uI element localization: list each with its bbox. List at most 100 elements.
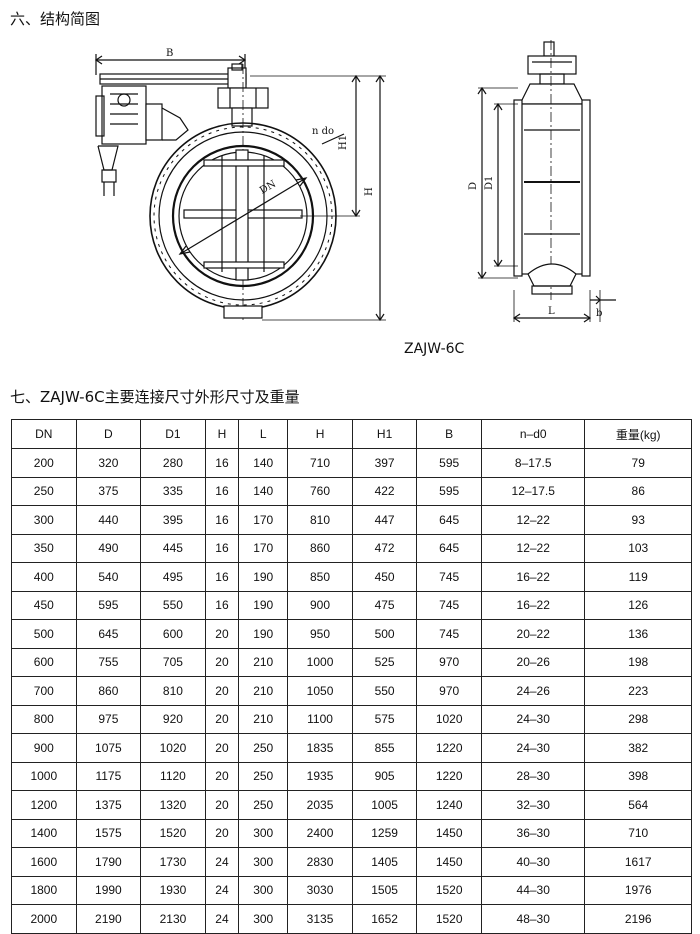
table-cell: 1375 bbox=[75, 790, 142, 820]
table-cell: 600 bbox=[140, 619, 206, 649]
table-cell: 12–22 bbox=[480, 533, 586, 563]
table-cell: 24 bbox=[204, 847, 240, 877]
valve-structure-drawing: B H1 H DN n do D D1 L b bbox=[94, 40, 616, 323]
table-cell: 700 bbox=[11, 676, 77, 706]
dim-label-D: D bbox=[468, 182, 479, 190]
table-cell: 103 bbox=[584, 533, 692, 563]
dim-label-n-do: n do bbox=[312, 126, 334, 137]
table-cell: 1220 bbox=[416, 733, 482, 763]
table-cell: 575 bbox=[351, 704, 418, 734]
table-cell: 335 bbox=[140, 476, 206, 506]
table-cell: 970 bbox=[416, 647, 482, 677]
table-cell: 16 bbox=[204, 448, 240, 478]
table-cell: 1020 bbox=[416, 704, 482, 734]
table-cell: 20 bbox=[204, 818, 240, 848]
table-cell: 200 bbox=[11, 448, 77, 478]
table-cell: 1450 bbox=[416, 847, 482, 877]
col-header-weight: 重量(kg) bbox=[584, 419, 692, 449]
table-cell: 1652 bbox=[351, 904, 418, 934]
table-cell: 1790 bbox=[75, 847, 142, 877]
table-cell: 3030 bbox=[287, 875, 353, 905]
table-cell: 564 bbox=[584, 790, 692, 820]
dim-label-D1: D1 bbox=[484, 176, 495, 190]
table-cell: 2190 bbox=[75, 904, 142, 934]
table-cell: 422 bbox=[351, 476, 418, 506]
table-cell: 1075 bbox=[75, 733, 142, 763]
table-cell: 1520 bbox=[140, 818, 206, 848]
table-cell: 860 bbox=[75, 676, 142, 706]
table-cell: 400 bbox=[11, 562, 77, 592]
table-cell: 745 bbox=[416, 562, 482, 592]
table-cell: 300 bbox=[11, 505, 77, 535]
table-cell: 810 bbox=[287, 505, 353, 535]
table-cell: 16 bbox=[204, 562, 240, 592]
table-cell: 2400 bbox=[287, 818, 353, 848]
table-cell: 1800 bbox=[11, 875, 77, 905]
table-cell: 1600 bbox=[11, 847, 77, 877]
table-cell: 44–30 bbox=[480, 875, 586, 905]
table-cell: 550 bbox=[351, 676, 418, 706]
table-cell: 16 bbox=[204, 590, 240, 620]
table-cell: 16–22 bbox=[480, 590, 586, 620]
table-cell: 20 bbox=[204, 704, 240, 734]
col-header-dn: DN bbox=[11, 419, 77, 449]
table-cell: 16 bbox=[204, 533, 240, 563]
table-cell: 1220 bbox=[416, 761, 482, 791]
table-cell: 48–30 bbox=[480, 904, 586, 934]
table-cell: 210 bbox=[238, 647, 289, 677]
table-cell: 398 bbox=[584, 761, 692, 791]
col-header-d1: D1 bbox=[140, 419, 206, 449]
table-cell: 126 bbox=[584, 590, 692, 620]
table-cell: 1835 bbox=[287, 733, 353, 763]
table-cell: 1005 bbox=[351, 790, 418, 820]
table-cell: 440 bbox=[75, 505, 142, 535]
table-cell: 745 bbox=[416, 590, 482, 620]
table-cell: 20–26 bbox=[480, 647, 586, 677]
table-cell: 28–30 bbox=[480, 761, 586, 791]
table-cell: 855 bbox=[351, 733, 418, 763]
table-cell: 1000 bbox=[287, 647, 353, 677]
table-cell: 1520 bbox=[416, 904, 482, 934]
table-cell: 1259 bbox=[351, 818, 418, 848]
table-cell: 298 bbox=[584, 704, 692, 734]
table-cell: 595 bbox=[416, 476, 482, 506]
table-cell: 300 bbox=[238, 847, 289, 877]
table-cell: 250 bbox=[238, 790, 289, 820]
table-cell: 1020 bbox=[140, 733, 206, 763]
table-cell: 755 bbox=[75, 647, 142, 677]
table-cell: 20 bbox=[204, 647, 240, 677]
table-cell: 24–30 bbox=[480, 733, 586, 763]
table-cell: 445 bbox=[140, 533, 206, 563]
table-cell: 1930 bbox=[140, 875, 206, 905]
table-cell: 1405 bbox=[351, 847, 418, 877]
table-cell: 600 bbox=[11, 647, 77, 677]
dim-label-H: H bbox=[364, 187, 375, 196]
table-cell: 900 bbox=[11, 733, 77, 763]
table-cell: 16 bbox=[204, 505, 240, 535]
table-cell: 93 bbox=[584, 505, 692, 535]
table-cell: 710 bbox=[584, 818, 692, 848]
side-view bbox=[477, 40, 616, 323]
table-cell: 1505 bbox=[351, 875, 418, 905]
table-cell: 20 bbox=[204, 619, 240, 649]
section-7-title: 七、ZAJW-6C主要连接尺寸外形尺寸及重量 bbox=[10, 388, 300, 406]
table-cell: 710 bbox=[287, 448, 353, 478]
table-cell: 975 bbox=[75, 704, 142, 734]
col-header-l: L bbox=[238, 419, 289, 449]
table-cell: 140 bbox=[238, 448, 289, 478]
table-cell: 12–22 bbox=[480, 505, 586, 535]
table-cell: 40–30 bbox=[480, 847, 586, 877]
table-cell: 1000 bbox=[11, 761, 77, 791]
table-cell: 540 bbox=[75, 562, 142, 592]
table-cell: 250 bbox=[238, 733, 289, 763]
